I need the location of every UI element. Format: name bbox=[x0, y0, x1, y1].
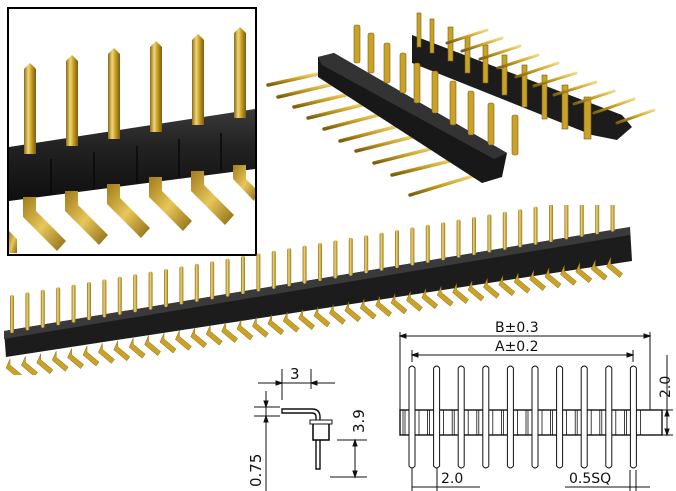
dim-thickness: 0.75 bbox=[247, 454, 265, 487]
dim-pitch: 2.0 bbox=[441, 471, 463, 487]
dim-pin-span: A±0.2 bbox=[495, 339, 539, 355]
dim-overall-length: B±0.3 bbox=[495, 320, 539, 336]
dim-housing-height: 2.0 bbox=[658, 376, 674, 398]
long-header-strip-image bbox=[4, 205, 632, 375]
front-view-svg: B±0.3 A±0.2 2.0 2.0 0.5SQ bbox=[398, 320, 674, 491]
closeup-pins-image bbox=[9, 27, 255, 253]
inset-closeup-photo bbox=[7, 7, 257, 256]
dim-top-width: 3 bbox=[290, 365, 300, 383]
long-header-strip-photo bbox=[0, 205, 640, 375]
pair-headers-photo bbox=[262, 5, 674, 205]
front-view-drawing: B±0.3 A±0.2 2.0 2.0 0.5SQ bbox=[395, 310, 676, 491]
side-view-svg: 3 3.9 0.75 bbox=[247, 365, 368, 491]
pair-headers-image bbox=[266, 12, 656, 197]
front-header bbox=[266, 24, 519, 197]
back-header bbox=[412, 12, 656, 140]
dim-pin-size: 0.5SQ bbox=[569, 471, 611, 487]
dim-vertical-pin: 3.9 bbox=[350, 409, 368, 433]
side-view-drawing: 3 3.9 0.75 bbox=[240, 355, 380, 491]
